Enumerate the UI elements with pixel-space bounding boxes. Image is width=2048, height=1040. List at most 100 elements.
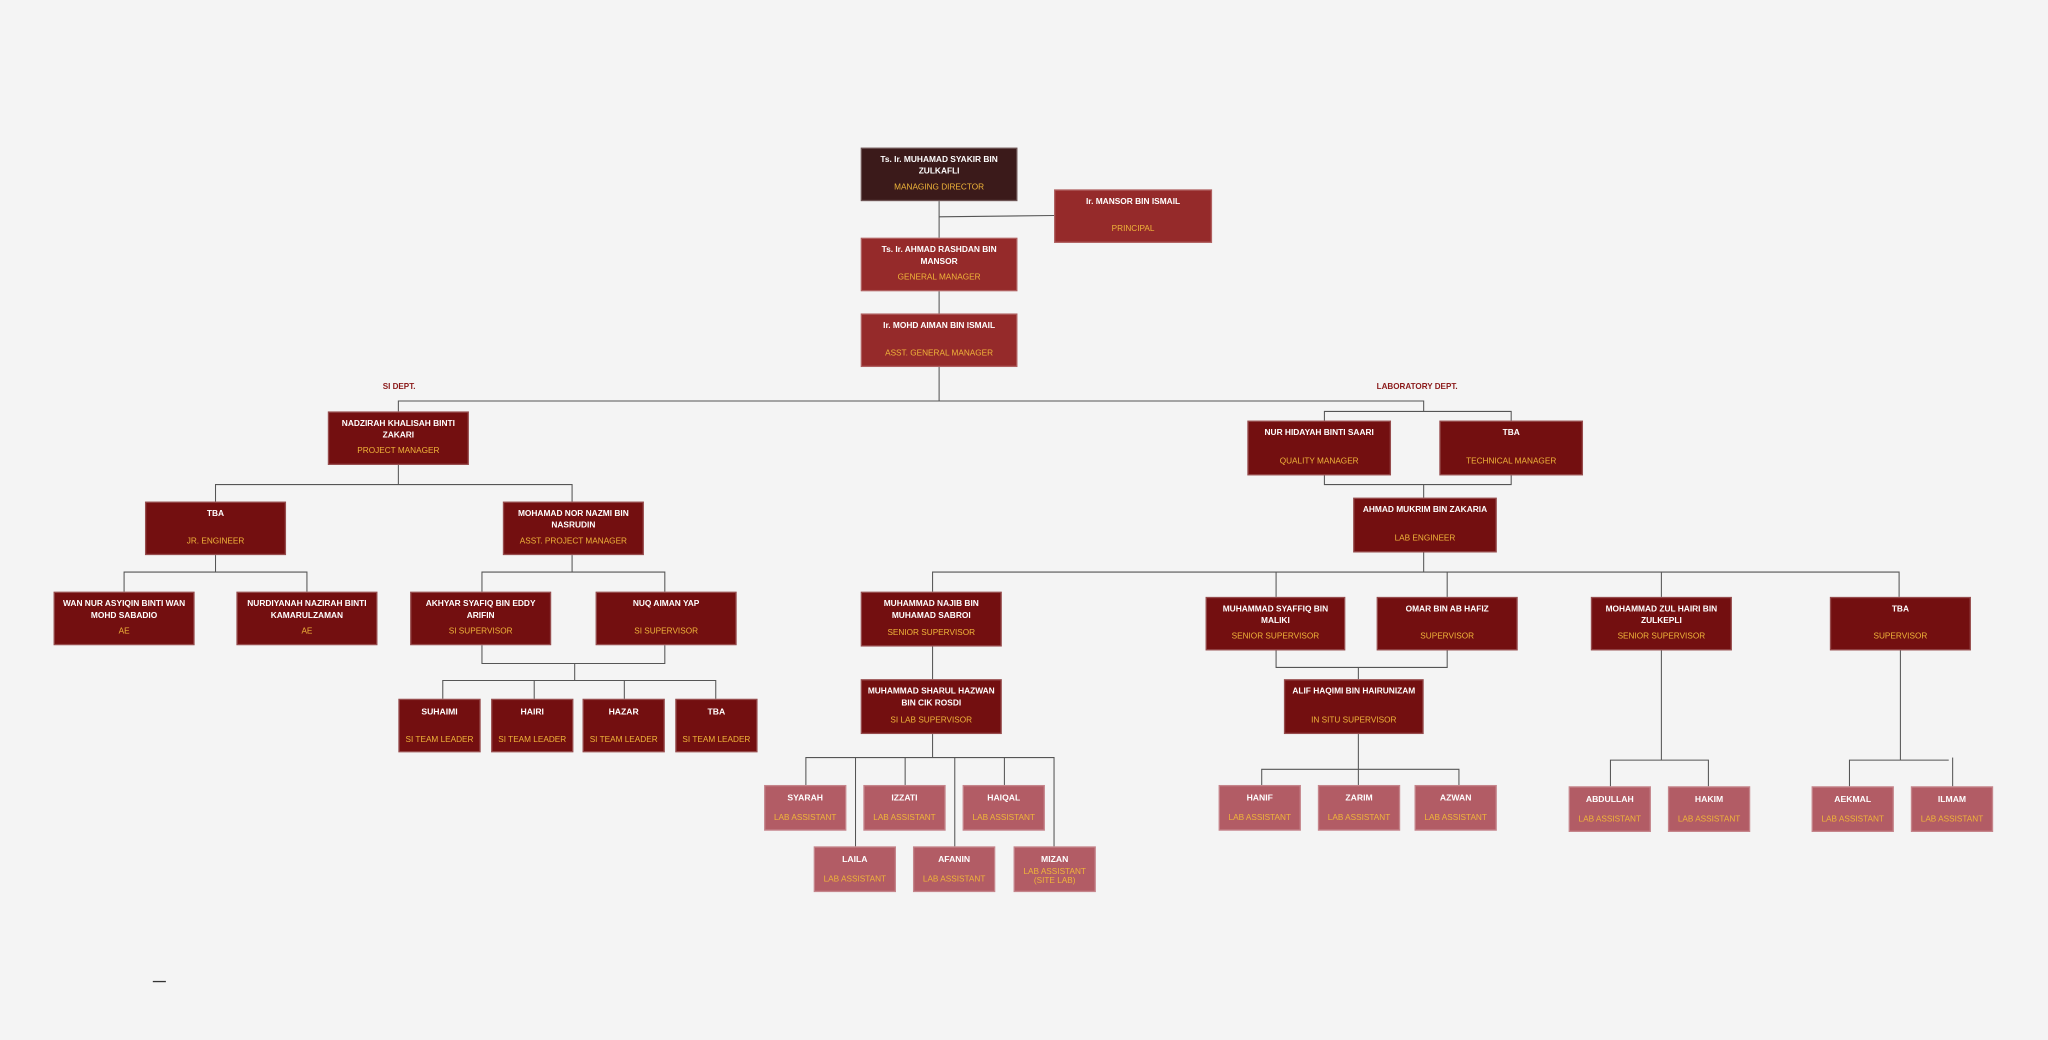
org-node: WAN NUR ASYIQIN BINTI WAN MOHD SABADIO AE bbox=[53, 591, 195, 646]
org-node: OMAR BIN AB HAFIZ SUPERVISOR bbox=[1376, 596, 1518, 651]
job-title: LAB ENGINEER bbox=[1394, 534, 1456, 544]
person-name: TBA bbox=[1891, 604, 1909, 614]
org-node: AKHYAR SYAFIQ BIN EDDY ARIFIN SI SUPERVIS… bbox=[410, 591, 552, 646]
connector-line bbox=[1609, 759, 1709, 787]
person-name: Ir. MOHD AIMAN BIN ISMAIL bbox=[883, 321, 996, 331]
person-name: ABDULLAH bbox=[1585, 795, 1634, 805]
job-title: QUALITY MANAGER bbox=[1279, 457, 1359, 467]
connector-line bbox=[1261, 768, 1460, 785]
person-name: Ts. Ir. MUHAMAD SYAKIR BIN ZULKAFLI bbox=[880, 155, 998, 176]
org-node: TBA TECHNICAL MANAGER bbox=[1439, 420, 1584, 476]
job-title: LAB ASSISTANT bbox=[972, 814, 1035, 824]
person-name: TBA bbox=[1502, 428, 1520, 438]
person-name: AHMAD MUKRIM BIN ZAKARIA bbox=[1362, 505, 1488, 515]
org-node: NADZIRAH KHALISAH BINTI ZAKARI PROJECT MA… bbox=[327, 411, 469, 465]
person-name: NUR HIDAYAH BINTI SAARI bbox=[1264, 428, 1374, 438]
job-title: GENERAL MANAGER bbox=[897, 273, 981, 283]
job-title: LAB ASSISTANT (SITE LAB) bbox=[1023, 866, 1086, 886]
connector-line bbox=[481, 645, 666, 665]
connector-line bbox=[932, 571, 1900, 597]
job-title: SI TEAM LEADER bbox=[589, 735, 658, 746]
person-name: TBA bbox=[707, 707, 726, 718]
person-name: OMAR BIN AB HAFIZ bbox=[1405, 604, 1489, 614]
org-node: ZARIM LAB ASSISTANT bbox=[1317, 784, 1401, 831]
person-name: ALIF HAQIMI BIN HAIRUNIZAM bbox=[1292, 687, 1416, 697]
job-title: SENIOR SUPERVISOR bbox=[1231, 632, 1320, 642]
person-name: LAILA bbox=[842, 855, 868, 865]
job-title: SENIOR SUPERVISOR bbox=[887, 628, 976, 638]
job-title: PRINCIPAL bbox=[1111, 225, 1155, 235]
person-name: NADZIRAH KHALISAH BINTI ZAKARI bbox=[341, 419, 455, 440]
job-title: SENIOR SUPERVISOR bbox=[1617, 632, 1706, 642]
job-title: JR. ENGINEER bbox=[186, 537, 245, 547]
connector-line bbox=[1323, 410, 1512, 421]
person-name: Ir. MANSOR BIN ISMAIL bbox=[1085, 197, 1181, 207]
org-node: MUHAMMAD SYAFFIQ BIN MALIKI SENIOR SUPERV… bbox=[1205, 596, 1346, 651]
person-name: AFANIN bbox=[938, 855, 971, 865]
person-name: IZZATI bbox=[891, 794, 918, 804]
person-name: ILMAM bbox=[1937, 795, 1967, 805]
connector-line bbox=[1848, 759, 1949, 787]
person-name: HAIQAL bbox=[987, 794, 1021, 804]
org-node: AHMAD MUKRIM BIN ZAKARIA LAB ENGINEER bbox=[1353, 497, 1497, 553]
person-name: AEKMAL bbox=[1834, 795, 1872, 805]
org-node: ABDULLAH LAB ASSISTANT bbox=[1568, 786, 1651, 832]
job-title: LAB ASSISTANT bbox=[873, 814, 936, 824]
org-node: TBA SI TEAM LEADER bbox=[675, 698, 758, 753]
job-title: SI TEAM LEADER bbox=[682, 735, 751, 746]
org-node: HAIQAL LAB ASSISTANT bbox=[962, 784, 1045, 831]
person-name: TBA bbox=[206, 509, 225, 519]
person-name: HAIRI bbox=[520, 707, 544, 718]
connector-line bbox=[1323, 475, 1512, 486]
person-name: AKHYAR SYAFIQ BIN EDDY ARIFIN bbox=[425, 599, 536, 620]
job-title: ASST. PROJECT MANAGER bbox=[519, 537, 627, 547]
org-node: IZZATI LAB ASSISTANT bbox=[863, 784, 946, 831]
person-name: HANIF bbox=[1246, 794, 1273, 804]
job-title: AE bbox=[118, 627, 130, 637]
divider bbox=[152, 980, 166, 983]
si-dept-label: SI DEPT. bbox=[382, 382, 416, 392]
job-title: TECHNICAL MANAGER bbox=[1466, 457, 1557, 467]
person-name: SYARAH bbox=[787, 794, 824, 804]
job-title: LAB ASSISTANT bbox=[922, 875, 986, 885]
job-title: LAB ASSISTANT bbox=[1578, 815, 1642, 825]
org-node: NUR HIDAYAH BINTI SAARI QUALITY MANAGER bbox=[1247, 420, 1392, 476]
lab-dept-label: LABORATORY DEPT. bbox=[1376, 382, 1458, 392]
connector-line bbox=[805, 757, 1055, 847]
job-title: AE bbox=[301, 627, 313, 637]
job-title: LAB ASSISTANT bbox=[1821, 815, 1884, 825]
person-name: HAKIM bbox=[1694, 795, 1724, 805]
job-title: SUPERVISOR bbox=[1873, 632, 1928, 642]
person-name: HAZAR bbox=[608, 707, 639, 718]
job-title: LAB ASSISTANT bbox=[1327, 814, 1391, 824]
org-node: HAZAR SI TEAM LEADER bbox=[582, 698, 665, 753]
person-name: Ts. Ir. AHMAD RASHDAN BIN MANSOR bbox=[881, 245, 997, 266]
org-node: AEKMAL LAB ASSISTANT bbox=[1811, 786, 1894, 832]
connector-line bbox=[939, 214, 1055, 218]
job-title: SI SUPERVISOR bbox=[448, 627, 513, 637]
person-name: MOHAMAD NOR NAZMI BIN NASRUDIN bbox=[517, 509, 629, 530]
job-title: PROJECT MANAGER bbox=[357, 447, 440, 457]
person-name: WAN NUR ASYIQIN BINTI WAN MOHD SABADIO bbox=[63, 599, 186, 620]
org-node: Ts. Ir. AHMAD RASHDAN BIN MANSOR GENERAL … bbox=[860, 237, 1018, 292]
person-name: SUHAIMI bbox=[421, 707, 458, 718]
person-name: MUHAMMAD SYAFFIQ BIN MALIKI bbox=[1222, 604, 1329, 626]
job-title: LAB ASSISTANT bbox=[1424, 814, 1487, 824]
job-title: LAB ASSISTANT bbox=[1677, 815, 1741, 825]
job-title: SUPERVISOR bbox=[1420, 632, 1475, 642]
person-name: ZARIM bbox=[1345, 794, 1373, 804]
job-title: LAB ASSISTANT bbox=[1228, 814, 1291, 824]
